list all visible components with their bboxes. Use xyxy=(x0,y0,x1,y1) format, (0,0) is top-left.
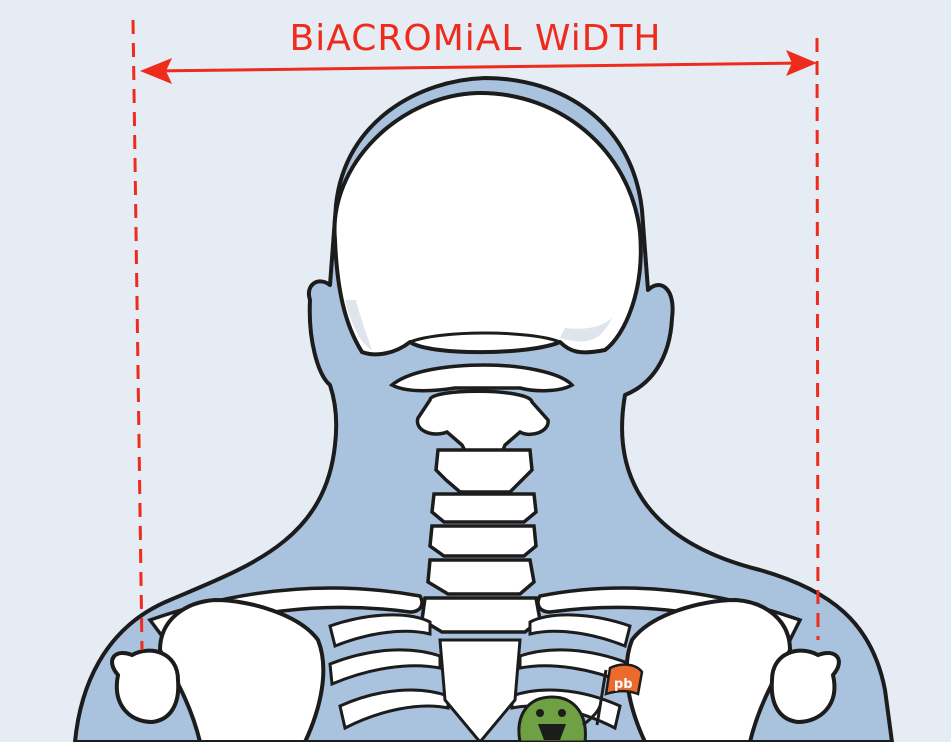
skull xyxy=(332,90,643,357)
right-shoulder-bones xyxy=(624,597,841,742)
measurement-arrow-icon xyxy=(131,19,820,651)
cervical-spine xyxy=(388,363,575,634)
left-shoulder-bones xyxy=(110,597,326,742)
mascot-flag-label: pb xyxy=(614,677,633,692)
mascot-icon: pb xyxy=(517,663,644,742)
